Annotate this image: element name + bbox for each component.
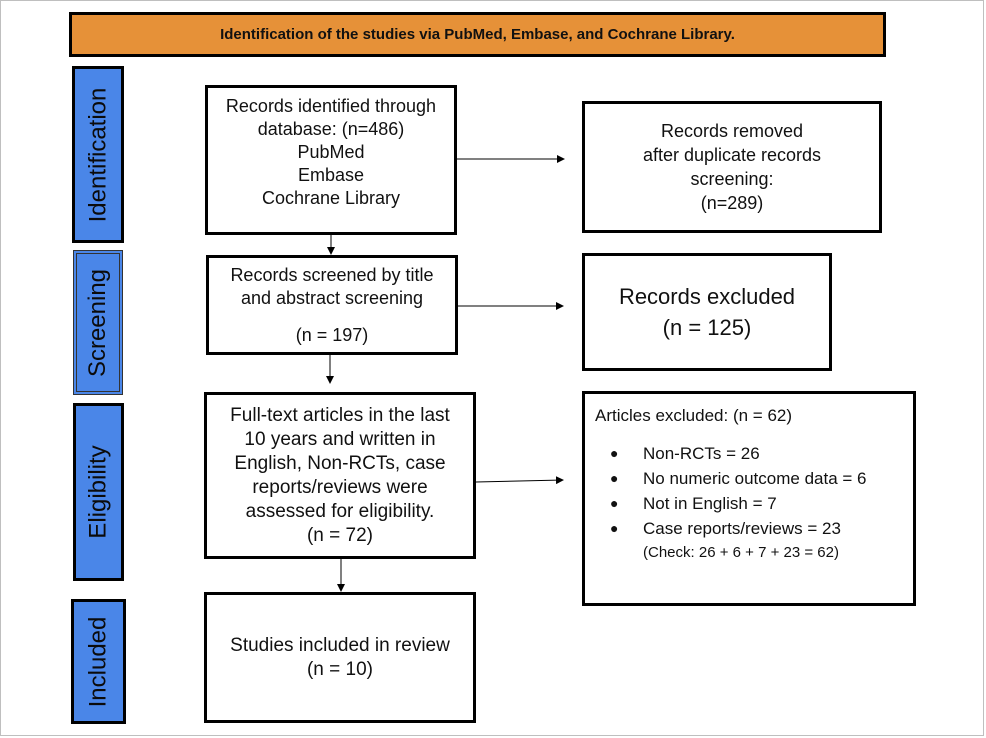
box-articles-excluded: Articles excluded: (n = 62) ● Non-RCTs = …	[582, 391, 916, 606]
box-text: PubMed	[297, 141, 365, 162]
articles-excluded-title: Articles excluded: (n = 62)	[595, 406, 793, 425]
box-text: 10 years and written in	[244, 428, 436, 450]
bullet-icon: ●	[610, 495, 619, 511]
arrow-eligibility-to-excluded	[475, 476, 564, 485]
box-text: screening:	[690, 169, 774, 189]
box-count: (n=289)	[700, 193, 764, 213]
box-text: Records identified through	[225, 95, 437, 116]
box-duplicates-removed: Records removed after duplicate records …	[582, 101, 882, 233]
box-text: Embase	[297, 164, 365, 185]
reason-text: Case reports/reviews = 23	[643, 519, 841, 538]
diagram-title: Identification of the studies via PubMed…	[69, 12, 886, 57]
stage-included: Included	[71, 599, 126, 724]
exclusion-reason: ● Non-RCTs = 26	[595, 441, 866, 466]
box-count: (n = 10)	[306, 658, 373, 680]
box-text: Cochrane Library	[261, 187, 401, 208]
stage-eligibility: Eligibility	[73, 403, 124, 581]
box-text: reports/reviews were	[252, 476, 428, 498]
box-text: Records screened by title	[230, 264, 434, 285]
reason-text: No numeric outcome data = 6	[643, 469, 867, 488]
bullet-icon: ●	[610, 520, 619, 536]
box-text: Full-text articles in the last	[230, 404, 450, 426]
bullet-icon: ●	[610, 470, 619, 486]
exclusion-reason: ● Case reports/reviews = 23	[595, 516, 866, 541]
box-text: Records removed	[660, 121, 804, 141]
exclusion-reasons-list: ● Non-RCTs = 26 ● No numeric outcome data …	[595, 441, 866, 541]
box-count: (n = 72)	[306, 524, 373, 546]
box-records-screened: Records screened by title and abstract s…	[206, 255, 458, 355]
exclusion-reason: ● Not in English = 7	[595, 491, 866, 516]
box-text: assessed for eligibility.	[245, 500, 435, 522]
box-text: database: (n=486)	[257, 118, 405, 139]
bullet-icon: ●	[610, 445, 619, 461]
reason-text: Not in English = 7	[643, 494, 777, 513]
diagram-title-text: Identification of the studies via PubMed…	[220, 26, 735, 43]
box-text: after duplicate records	[642, 145, 822, 165]
box-records-identified: Records identified through database: (n=…	[205, 85, 457, 235]
box-count: (n = 125)	[662, 315, 752, 340]
box-count: (n = 197)	[295, 324, 369, 345]
box-text: Studies included in review	[230, 634, 450, 656]
box-text: English, Non-RCTs, case	[234, 452, 446, 474]
exclusion-reason: ● No numeric outcome data = 6	[595, 466, 866, 491]
reason-text: Non-RCTs = 26	[643, 444, 760, 463]
box-studies-included: Studies included in review (n = 10)	[204, 592, 476, 723]
box-text: Records excluded	[618, 284, 796, 309]
box-records-excluded: Records excluded (n = 125)	[582, 253, 832, 371]
box-text: and abstract screening	[240, 287, 424, 308]
stage-identification: Identification	[72, 66, 124, 243]
exclusion-check-sum: (Check: 26 + 6 + 7 + 23 = 62)	[643, 544, 839, 561]
box-full-text-eligibility: Full-text articles in the last 10 years …	[204, 392, 476, 559]
stage-screening: Screening	[73, 250, 123, 395]
